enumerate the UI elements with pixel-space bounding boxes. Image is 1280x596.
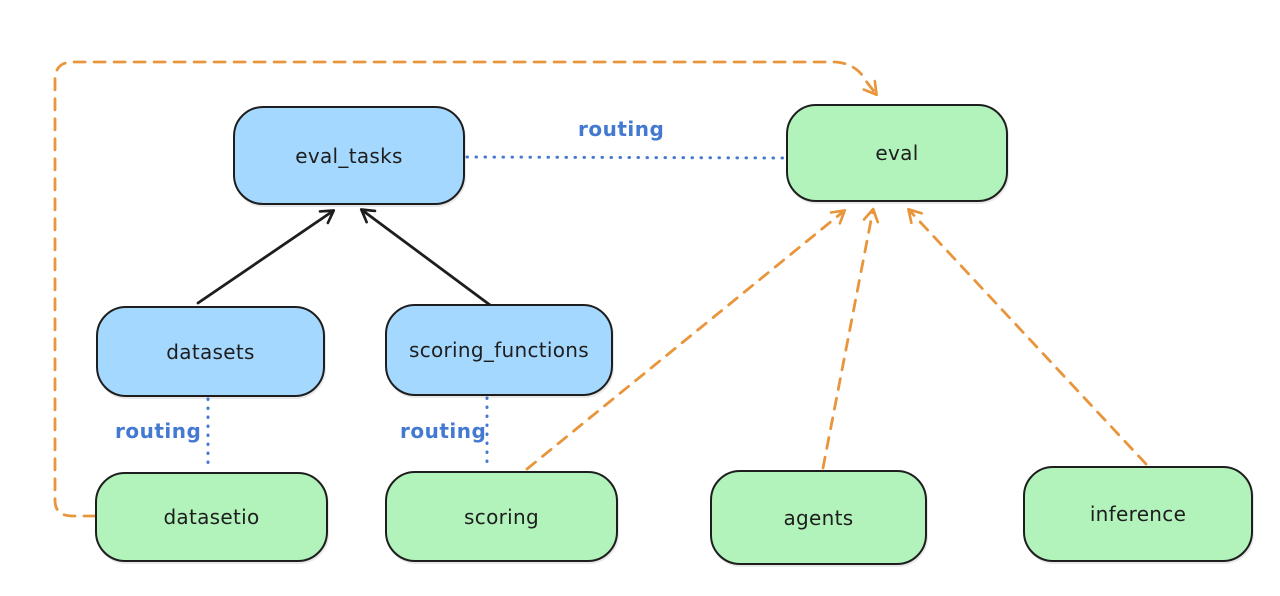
node-datasets-label: datasets bbox=[166, 339, 255, 364]
node-scoring-functions: scoring_functions bbox=[385, 304, 613, 396]
edge-eval-tasks-to-eval-routing bbox=[465, 155, 785, 160]
node-inference: inference bbox=[1023, 466, 1253, 562]
edge-inference-to-eval bbox=[907, 207, 1148, 466]
edge-label-routing-datasets-datasetio: routing bbox=[115, 419, 202, 443]
node-datasetio-label: datasetio bbox=[163, 505, 260, 529]
node-agents-label: agents bbox=[783, 505, 854, 530]
edge-label-routing-scoring-functions-scoring: routing bbox=[400, 419, 487, 443]
edge-scoring-functions-to-eval-tasks bbox=[359, 208, 492, 307]
edge-label-routing-eval-tasks-eval: routing bbox=[578, 117, 665, 141]
edge-datasetio-to-eval bbox=[53, 60, 878, 518]
node-eval-label: eval bbox=[875, 141, 919, 165]
node-scoring-label: scoring bbox=[464, 504, 539, 529]
node-eval: eval bbox=[786, 104, 1008, 202]
node-scoring-functions-label: scoring_functions bbox=[408, 338, 590, 362]
node-scoring: scoring bbox=[385, 471, 618, 562]
node-datasets: datasets bbox=[96, 306, 325, 397]
node-eval-tasks-label: eval_tasks bbox=[295, 143, 403, 168]
node-inference-label: inference bbox=[1089, 502, 1187, 526]
edge-datasets-to-eval-tasks bbox=[196, 209, 336, 305]
node-eval-tasks: eval_tasks bbox=[233, 106, 465, 205]
edge-agents-to-eval bbox=[821, 207, 880, 470]
edge-scoring-to-eval bbox=[525, 209, 847, 471]
node-datasetio: datasetio bbox=[95, 472, 328, 562]
node-agents: agents bbox=[710, 470, 927, 565]
